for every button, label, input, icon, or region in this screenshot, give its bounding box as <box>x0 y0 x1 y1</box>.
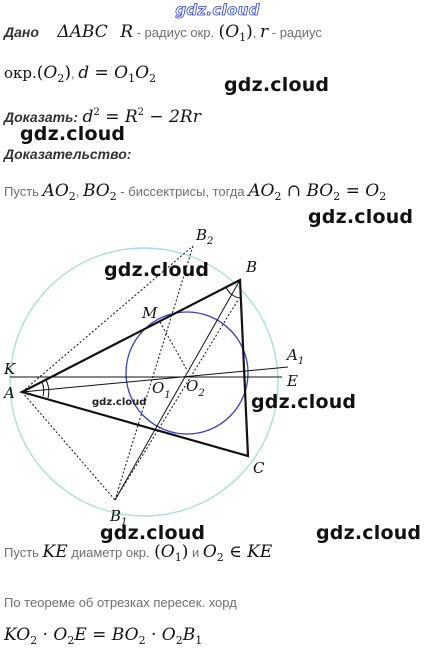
watermark-3: gdz.cloud <box>308 206 414 228</box>
label-O2: O2 <box>186 377 205 399</box>
dotted-B2-B1 <box>114 245 194 501</box>
watermark-2: gdz.cloud <box>20 123 126 145</box>
circumcircle <box>9 247 279 517</box>
label-E: E <box>286 372 298 390</box>
label-B: B <box>245 258 257 276</box>
bisector-B <box>114 279 241 501</box>
given-line-2: окр.(O2), d = O1O2 <box>4 63 157 85</box>
given-text-radius: - радиус окр. <box>133 25 215 40</box>
dotted-A-B2 <box>21 245 194 393</box>
incircle <box>125 311 249 435</box>
radius-R: R <box>120 22 133 42</box>
step-2-line: Пусть KE диаметр окр. (O1) и O2 ∈ KE <box>4 542 273 564</box>
radius-r: r <box>260 22 269 42</box>
center-O1: O <box>225 22 240 42</box>
watermark-5: gdz.cloud <box>92 397 147 408</box>
distance-d: d = O <box>78 63 129 83</box>
angle-arc-B <box>225 286 241 299</box>
given-line-1: Дано ΔABC R - радиус окр. (O1), r - ради… <box>4 22 322 44</box>
chord-formula: KO2 · O2E = BO2 · O2B1 <box>4 625 203 647</box>
angle-arc-A1 <box>45 379 50 399</box>
label-C: C <box>253 459 265 477</box>
label-A1: A1 <box>285 346 304 367</box>
watermark-6: gdz.cloud <box>251 391 357 413</box>
dotted-B1-B <box>114 299 239 501</box>
label-K: K <box>3 360 16 378</box>
given-text-radius-2: - радиус <box>268 25 322 40</box>
label-B2: B2 <box>195 226 213 247</box>
triangle-ABC <box>19 278 250 458</box>
watermark-8: gdz.cloud <box>316 522 422 544</box>
label-A: A <box>2 384 15 402</box>
angle-arc-A2 <box>41 381 45 397</box>
okr-word: окр. <box>4 64 37 82</box>
site-header: gdz.cloud <box>175 1 260 20</box>
step-3-line: По теореме об отрезках пересек. хорд <box>4 595 237 610</box>
prove-label: Доказать: <box>4 109 79 125</box>
center-O2: O <box>43 63 58 83</box>
dotted-M-O2 <box>159 321 188 371</box>
proof-label: Доказательство: <box>4 146 132 162</box>
label-M: M <box>141 304 158 322</box>
watermark-4: gdz.cloud <box>104 259 210 281</box>
dotted-A-B1 <box>21 391 116 501</box>
triangle-abc: ΔABC <box>57 22 108 42</box>
prove-formula: − 2Rr <box>144 107 201 127</box>
step-1-line: Пусть AO2, BO2 - биссектрисы, тогда AO2 … <box>4 181 387 203</box>
prove-line: Доказать: d2 = R2 − 2Rr <box>4 107 201 127</box>
label-B1: B1 <box>109 507 127 528</box>
watermark-7: gdz.cloud <box>100 522 206 544</box>
given-label: Дано <box>4 24 39 40</box>
label-O1: O1 <box>152 379 171 401</box>
watermark-1: gdz.cloud <box>224 74 330 96</box>
